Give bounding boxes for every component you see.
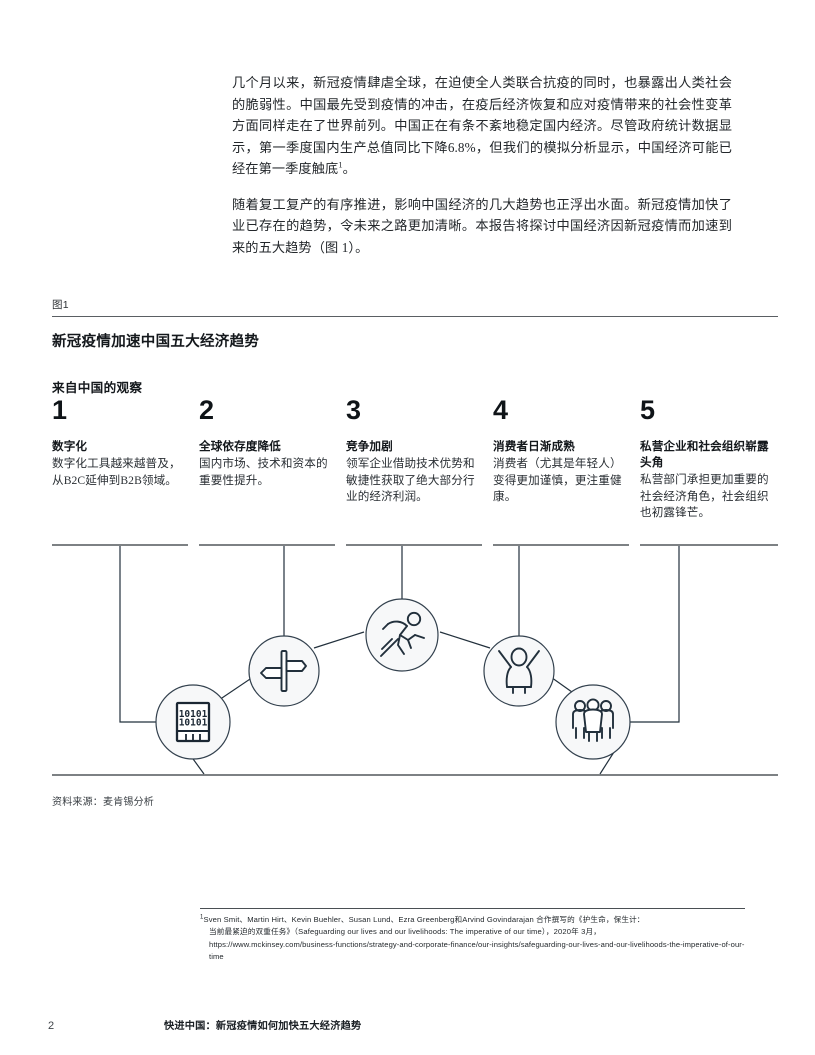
footnote-line-1: 1Sven Smit、Martin Hirt、Kevin Buehler、Sus…: [200, 914, 745, 926]
node-2-globalization: [248, 635, 320, 707]
node-4-consumer: [483, 635, 555, 707]
exhibit-divider: [52, 316, 778, 317]
trend-column-2: 2 全球依存度降低 国内市场、技术和资本的重要性提升。: [199, 396, 335, 522]
signpost-icon: [260, 650, 307, 692]
trend-column-5: 5 私营企业和社会组织崭露头角 私营部门承担更加重要的社会经济角色，社会组织也初…: [640, 396, 776, 522]
footnote-divider: [200, 908, 745, 909]
running-person-icon: [380, 611, 425, 657]
paragraph-1-tail: 。: [342, 161, 356, 176]
node-5-private-sector: [555, 684, 631, 760]
trend-heading: 私营企业和社会组织崭露头角: [640, 440, 769, 469]
page-number: 2: [48, 1020, 55, 1032]
svg-text:10101: 10101: [179, 709, 208, 720]
drop-line-1: [119, 546, 170, 723]
trend-heading: 消费者日渐成熟: [493, 440, 575, 453]
exhibit-source: 资料来源：麦肯锡分析: [52, 797, 154, 808]
trend-columns: 1 数字化 数字化工具越来越普及，从B2C延伸到B2B领域。 2 全球依存度降低…: [52, 396, 778, 522]
connector-2-3: [313, 631, 365, 649]
exhibit-title: 新冠疫情加速中国五大经济趋势: [52, 334, 260, 350]
footnote-line-2: 当前最紧迫的双重任务》（Safeguarding our lives and o…: [209, 926, 601, 936]
trend-heading: 数字化: [52, 440, 88, 453]
trend-description: 数字化工具越来越普及，从B2C延伸到B2B领域。: [52, 457, 181, 487]
group-people-icon: [572, 698, 614, 742]
paragraph-1: 几个月以来，新冠疫情肆虐全球，在迫使全人类联合抗疫的同时，也暴露出人类社会的脆弱…: [232, 72, 732, 180]
connector-3-4: [439, 631, 491, 649]
exhibit-header: 图1 新冠疫情加速中国五大经济趋势 来自中国的观察: [52, 297, 778, 396]
trend-number: 3: [346, 395, 362, 425]
trend-number: 4: [493, 395, 509, 425]
trend-description: 私营部门承担更加重要的社会经济角色，社会组织也初露锋芒。: [640, 473, 769, 520]
drop-line-5: [630, 546, 680, 723]
trend-number: 2: [199, 395, 215, 425]
trend-number: 5: [640, 395, 656, 425]
running-title: 快进中国：新冠疫情如何加快五大经济趋势: [164, 1021, 362, 1032]
node-1-digitization: 10101 10101: [155, 684, 231, 760]
connector-1-2: [215, 674, 257, 703]
footnote-ref: 1: [338, 159, 343, 170]
trend-arc-diagram: .gr { stroke:#7d8184; stroke-width:2; } …: [52, 540, 778, 790]
trend-column-1: 1 数字化 数字化工具越来越普及，从B2C延伸到B2B领域。: [52, 396, 188, 522]
paragraph-1-text: 几个月以来，新冠疫情肆虐全球，在迫使全人类联合抗疫的同时，也暴露出人类社会的脆弱…: [232, 75, 732, 176]
footnote-url[interactable]: https://www.mckinsey.com/business-functi…: [209, 940, 745, 961]
trend-description: 国内市场、技术和资本的重要性提升。: [199, 457, 328, 487]
trend-heading: 竞争加剧: [346, 440, 393, 453]
svg-text:10101: 10101: [179, 718, 208, 729]
trend-description: 领军企业借助技术优势和敏捷性获取了绝大部分行业的经济利润。: [346, 457, 475, 504]
drop-lines: [119, 546, 680, 723]
exhibit-subtitle: 来自中国的观察: [52, 381, 143, 395]
footnote-line-1-text: Sven Smit、Martin Hirt、Kevin Buehler、Susa…: [203, 915, 645, 924]
node-3-competition: [365, 598, 439, 672]
body-copy: 几个月以来，新冠疫情肆虐全球，在迫使全人类联合抗疫的同时，也暴露出人类社会的脆弱…: [232, 72, 732, 272]
trend-number: 1: [52, 395, 68, 425]
exhibit-label: 图1: [52, 299, 69, 311]
page-footer: 2 快进中国：新冠疫情如何加快五大经济趋势: [48, 1017, 778, 1032]
footnote-block: 1Sven Smit、Martin Hirt、Kevin Buehler、Sus…: [200, 908, 745, 962]
trend-column-3: 3 竞争加剧 领军企业借助技术优势和敏捷性获取了绝大部分行业的经济利润。: [346, 396, 482, 522]
trend-description: 消费者（尤其是年轻人）变得更加谨慎，更注重健康。: [493, 457, 622, 504]
cheering-person-icon: [498, 647, 540, 694]
trend-column-4: 4 消费者日渐成熟 消费者（尤其是年轻人）变得更加谨慎，更注重健康。: [493, 396, 629, 522]
binary-chip-icon: 10101 10101: [175, 701, 211, 743]
connector-5-base: [599, 751, 615, 775]
arc-connectors: [187, 631, 615, 775]
trend-heading: 全球依存度降低: [199, 440, 281, 453]
footnote-marker: 1: [200, 914, 204, 921]
paragraph-2: 随着复工复产的有序推进，影响中国经济的几大趋势也正浮出水面。新冠疫情加快了业已存…: [232, 196, 732, 255]
